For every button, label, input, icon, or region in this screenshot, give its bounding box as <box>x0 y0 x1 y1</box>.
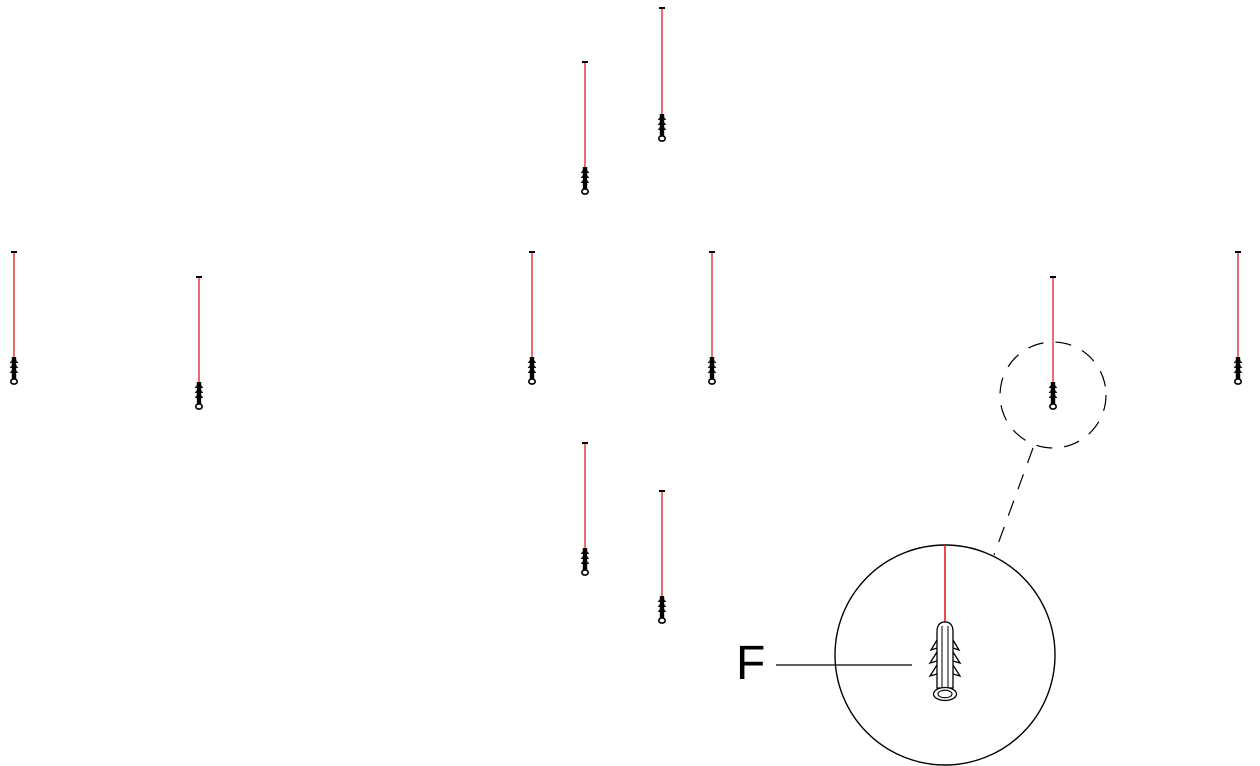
hole-marker <box>656 7 668 142</box>
wall-plug-anchor-icon <box>8 356 20 385</box>
wall-plug-anchor-icon <box>1047 381 1059 410</box>
hole-markers <box>8 7 1244 624</box>
callout-label-f: F <box>736 637 766 690</box>
wall-plug-anchor-icon <box>193 381 205 410</box>
hole-marker <box>1232 251 1244 385</box>
hole-marker <box>706 251 718 385</box>
wall-plug-anchor-icon <box>656 113 668 142</box>
wall-plug-anchor-icon <box>706 356 718 385</box>
wall-plug-anchor-icon <box>1232 356 1244 385</box>
callout-source-circle <box>999 341 1107 449</box>
hole-marker <box>526 251 538 385</box>
hole-marker <box>579 442 591 576</box>
wall-plug-anchor-icon <box>579 547 591 576</box>
hole-marker <box>656 490 668 624</box>
hole-marker <box>1047 276 1059 410</box>
hole-marker <box>8 251 20 385</box>
callout-leader-line <box>993 447 1034 556</box>
wall-plug-anchor-icon <box>579 166 591 195</box>
detail-magnifier <box>834 544 1056 766</box>
hole-marker <box>193 276 205 410</box>
wall-plug-anchor-icon <box>656 595 668 624</box>
wall-plug-anchor-icon <box>928 621 962 702</box>
wall-plug-anchor-icon <box>526 356 538 385</box>
hole-marker <box>579 61 591 195</box>
